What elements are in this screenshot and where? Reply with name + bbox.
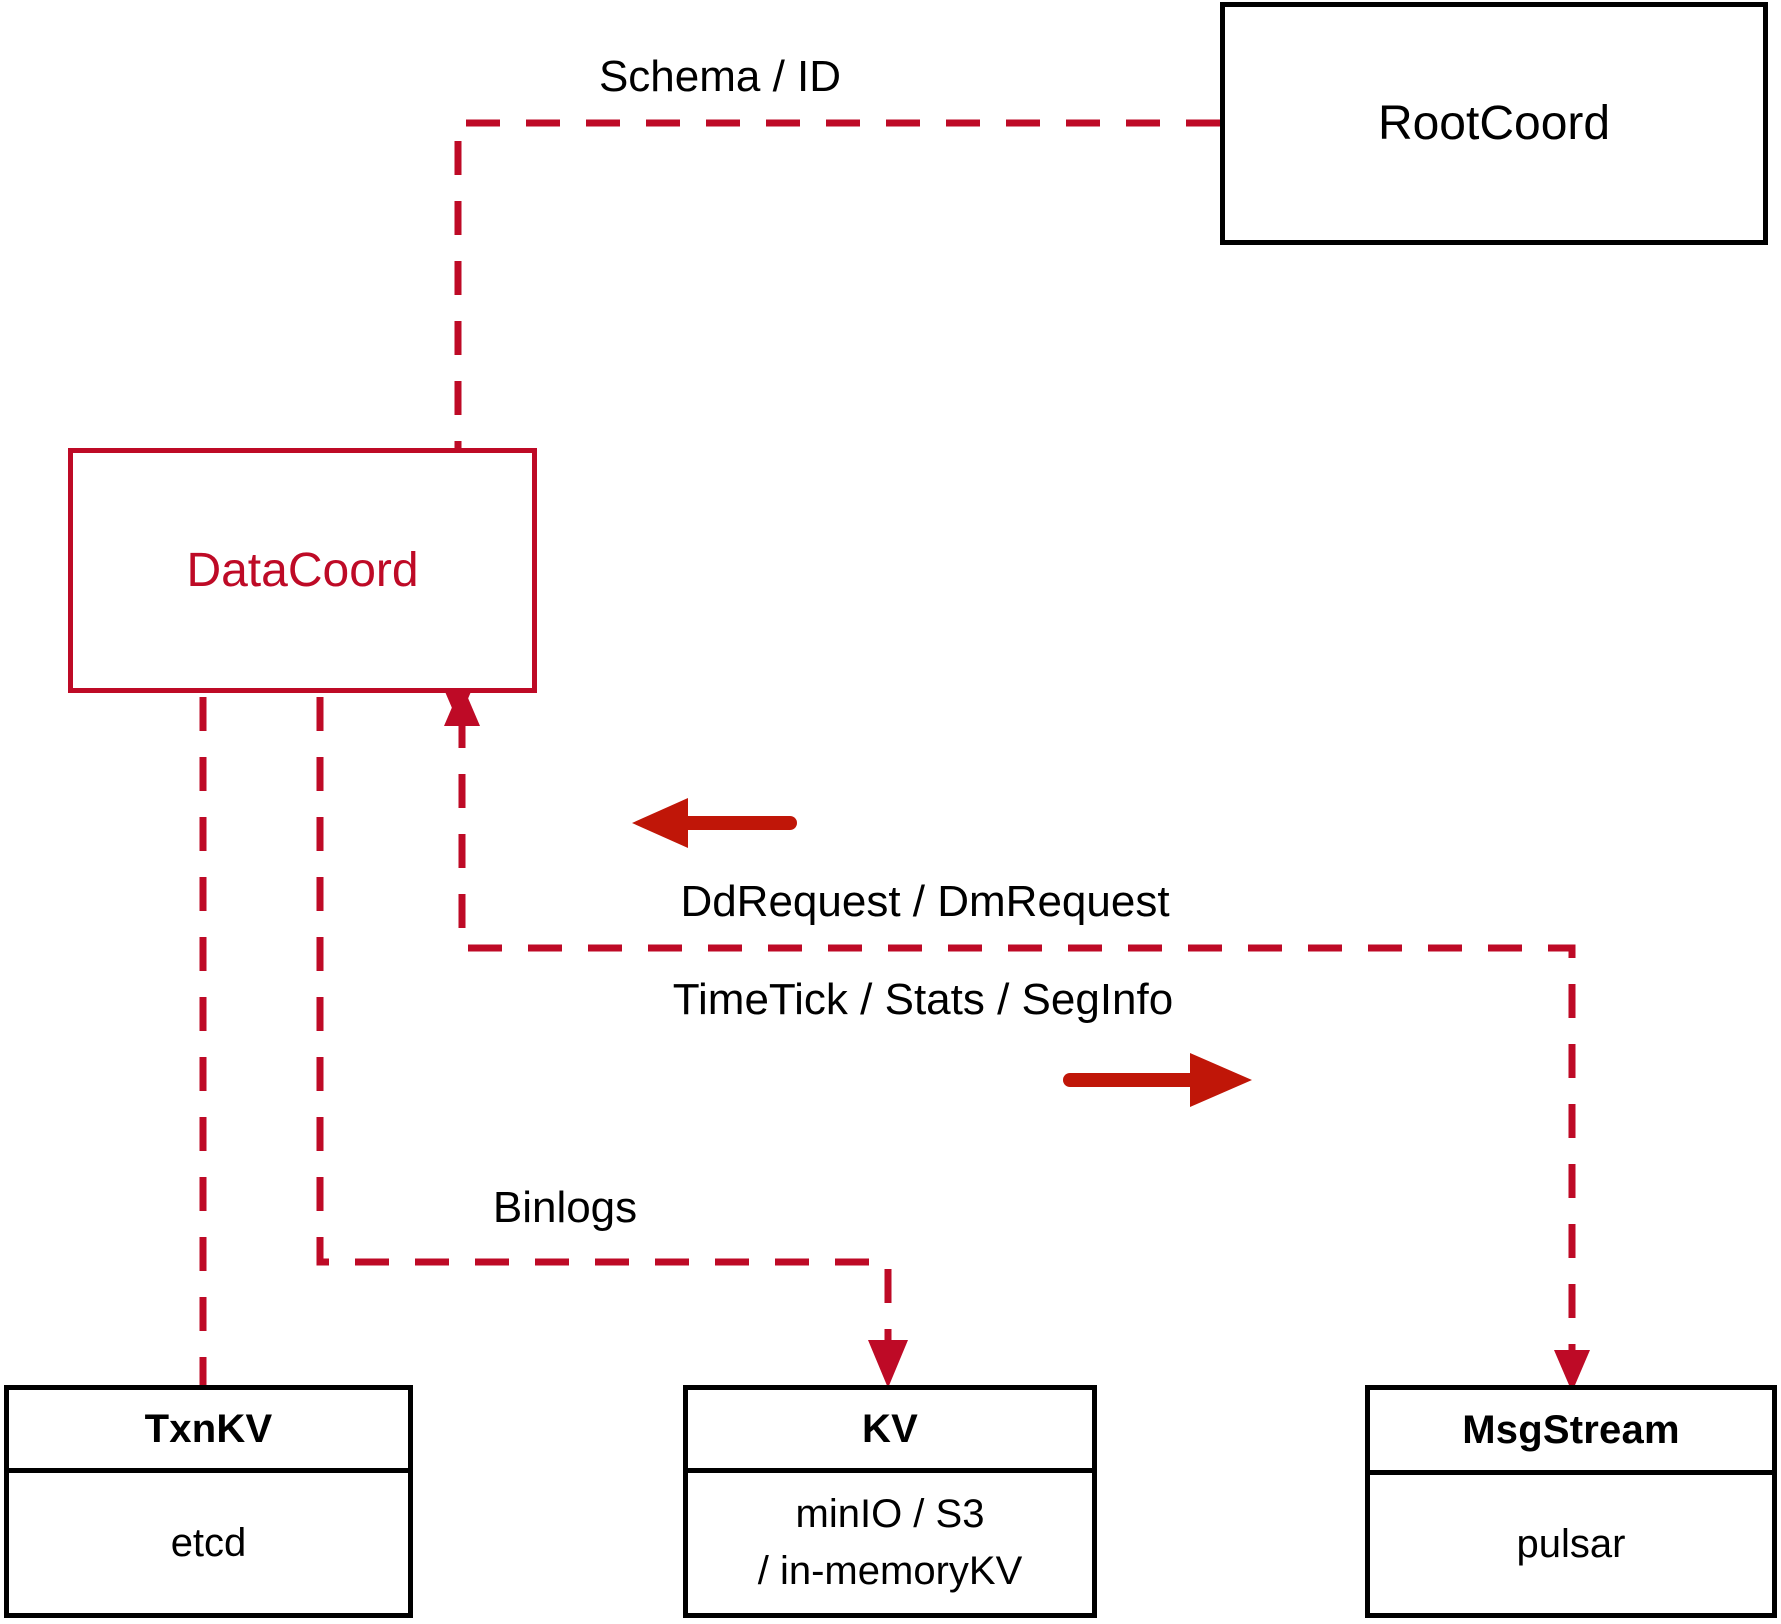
msgstream-body: pulsar [1370, 1475, 1772, 1613]
kv-body: minIO / S3 / in-memoryKV [688, 1473, 1092, 1613]
node-txnkv[interactable]: TxnKV etcd [4, 1385, 413, 1618]
node-kv[interactable]: KV minIO / S3 / in-memoryKV [683, 1385, 1097, 1618]
node-datacoord[interactable]: DataCoord [68, 448, 537, 693]
node-msgstream[interactable]: MsgStream pulsar [1365, 1385, 1777, 1618]
node-rootcoord[interactable]: RootCoord [1220, 2, 1768, 245]
txnkv-divider [9, 1468, 408, 1473]
kv-divider [688, 1468, 1092, 1473]
datacoord-label: DataCoord [186, 544, 419, 597]
msgstream-body-line: pulsar [1516, 1521, 1626, 1566]
edge-datacoord-kv [316, 697, 908, 1388]
kv-title: KV [862, 1406, 918, 1451]
msgstream-title: MsgStream [1462, 1407, 1680, 1452]
edge-schema-id [440, 119, 1220, 722]
kv-body-line-1: minIO / S3 [795, 1492, 985, 1537]
txnkv-body-line: etcd [170, 1520, 247, 1565]
edge-label-schema-id: Schema / ID [598, 52, 842, 101]
direction-arrow-left [632, 798, 797, 848]
edge-label-ddrequest-dmrequest: DdRequest / DmRequest [680, 877, 1170, 926]
msgstream-divider [1370, 1470, 1772, 1475]
rootcoord-label: RootCoord [1377, 97, 1611, 150]
edge-msgstream-datacoord [444, 684, 1590, 1392]
edge-label-timetick-stats-seginfo: TimeTick / Stats / SegInfo [672, 975, 1174, 1024]
edge-label-binlogs: Binlogs [492, 1183, 638, 1232]
txnkv-body: etcd [9, 1473, 408, 1613]
direction-arrow-right [1063, 1053, 1252, 1107]
txnkv-title: TxnKV [144, 1406, 273, 1451]
kv-body-line-2: / in-memoryKV [757, 1549, 1023, 1593]
